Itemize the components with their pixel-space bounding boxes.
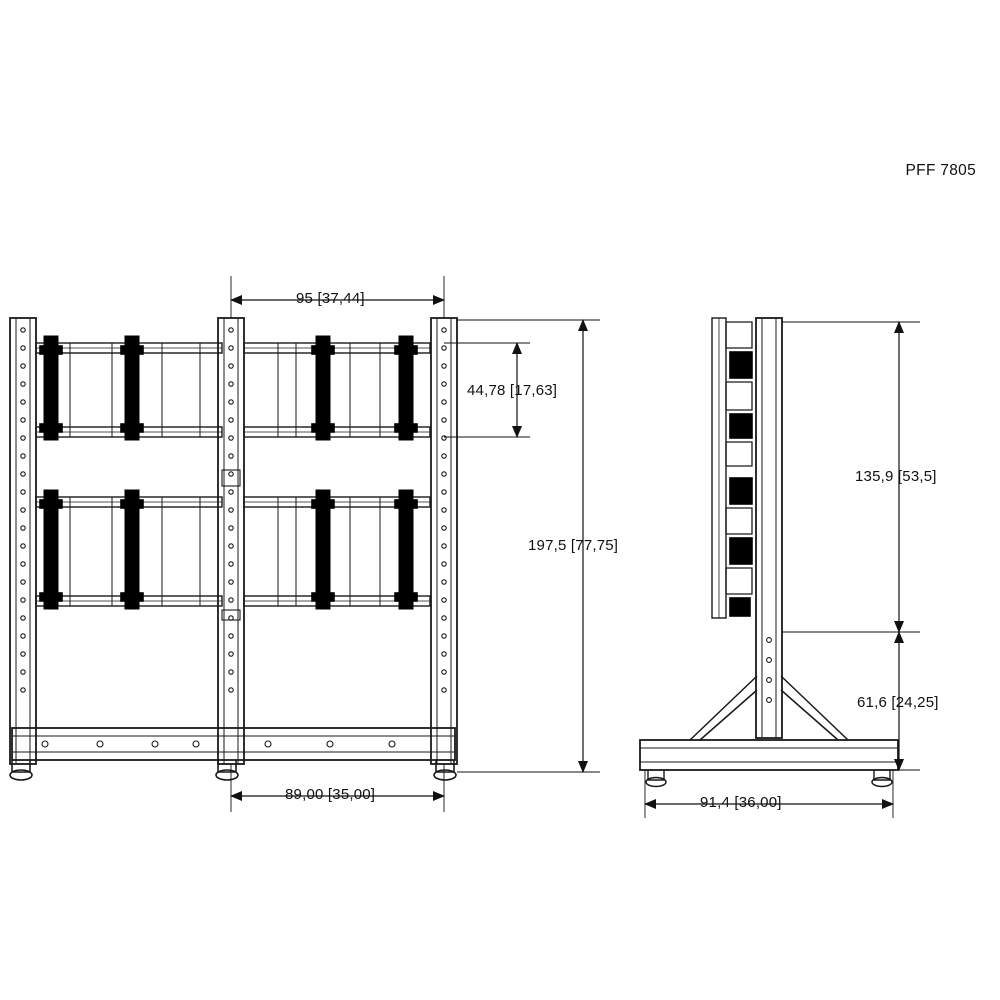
- dim-base-depth: 91,4 [36,00]: [700, 794, 782, 811]
- front-dimension-lines: [230, 276, 600, 812]
- dim-screen-width: 95 [37,44]: [296, 290, 365, 307]
- dim-total-height: 197,5 [77,75]: [528, 537, 619, 554]
- front-view: [9, 317, 458, 781]
- dim-screen-height: 44,78 [17,63]: [467, 382, 558, 399]
- side-dimension-lines: [644, 321, 920, 818]
- dim-base-width: 89,00 [35,00]: [285, 786, 376, 803]
- side-view: [639, 317, 899, 788]
- dim-side-lower-height: 61,6 [24,25]: [857, 694, 939, 711]
- part-code-label: PFF 7805: [905, 162, 976, 179]
- dim-side-upper-height: 135,9 [53,5]: [855, 468, 937, 485]
